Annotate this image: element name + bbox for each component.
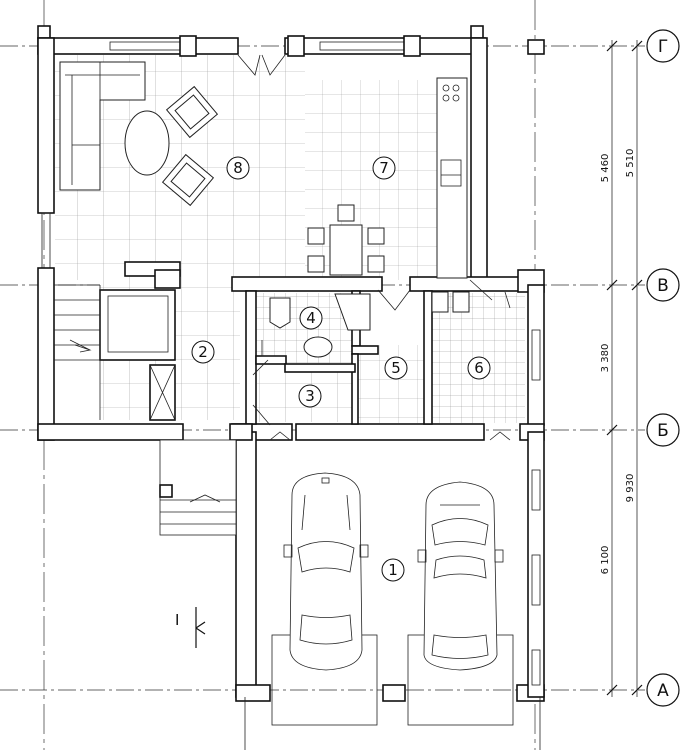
svg-text:Г: Г <box>658 37 668 57</box>
axis-bubble-a: А <box>646 673 680 707</box>
svg-text:В: В <box>657 276 669 296</box>
svg-text:2: 2 <box>198 343 208 361</box>
porch-steps <box>159 439 237 536</box>
room-labels: 8 7 4 2 5 6 3 1 <box>191 156 491 582</box>
svg-text:1: 1 <box>388 561 398 579</box>
axis-bubble-v: В <box>646 268 680 302</box>
dim-outer-1: 5 510 <box>625 149 636 178</box>
furniture <box>59 61 511 358</box>
section-mark: I <box>175 607 206 648</box>
room-label-5: 5 <box>384 356 408 380</box>
dim-outer-2: 9 930 <box>625 474 636 503</box>
axis-bubble-b: Б <box>646 413 680 447</box>
svg-text:4: 4 <box>306 309 316 327</box>
walls <box>37 25 545 702</box>
room-label-1: 1 <box>381 558 405 582</box>
svg-text:6: 6 <box>474 359 484 377</box>
section-mark-label: I <box>175 611 179 629</box>
room-label-6: 6 <box>467 356 491 380</box>
room-label-3: 3 <box>298 384 322 408</box>
dim-inner-3: 6 100 <box>600 546 611 575</box>
room-label-7: 7 <box>372 156 396 180</box>
svg-text:Б: Б <box>657 421 669 441</box>
axis-bubble-g: Г <box>646 29 680 63</box>
car-left <box>283 472 369 671</box>
svg-text:7: 7 <box>379 159 389 177</box>
room-label-8: 8 <box>226 156 250 180</box>
dimension-lines <box>606 40 643 697</box>
car-right <box>417 481 504 671</box>
dim-inner-2: 3 380 <box>600 344 611 373</box>
svg-text:3: 3 <box>305 387 315 405</box>
dim-inner-1: 5 460 <box>600 154 611 183</box>
svg-text:А: А <box>657 681 669 701</box>
svg-text:8: 8 <box>233 159 243 177</box>
svg-text:5: 5 <box>391 359 401 377</box>
room-label-2: 2 <box>191 340 215 364</box>
room-label-4: 4 <box>299 306 323 330</box>
